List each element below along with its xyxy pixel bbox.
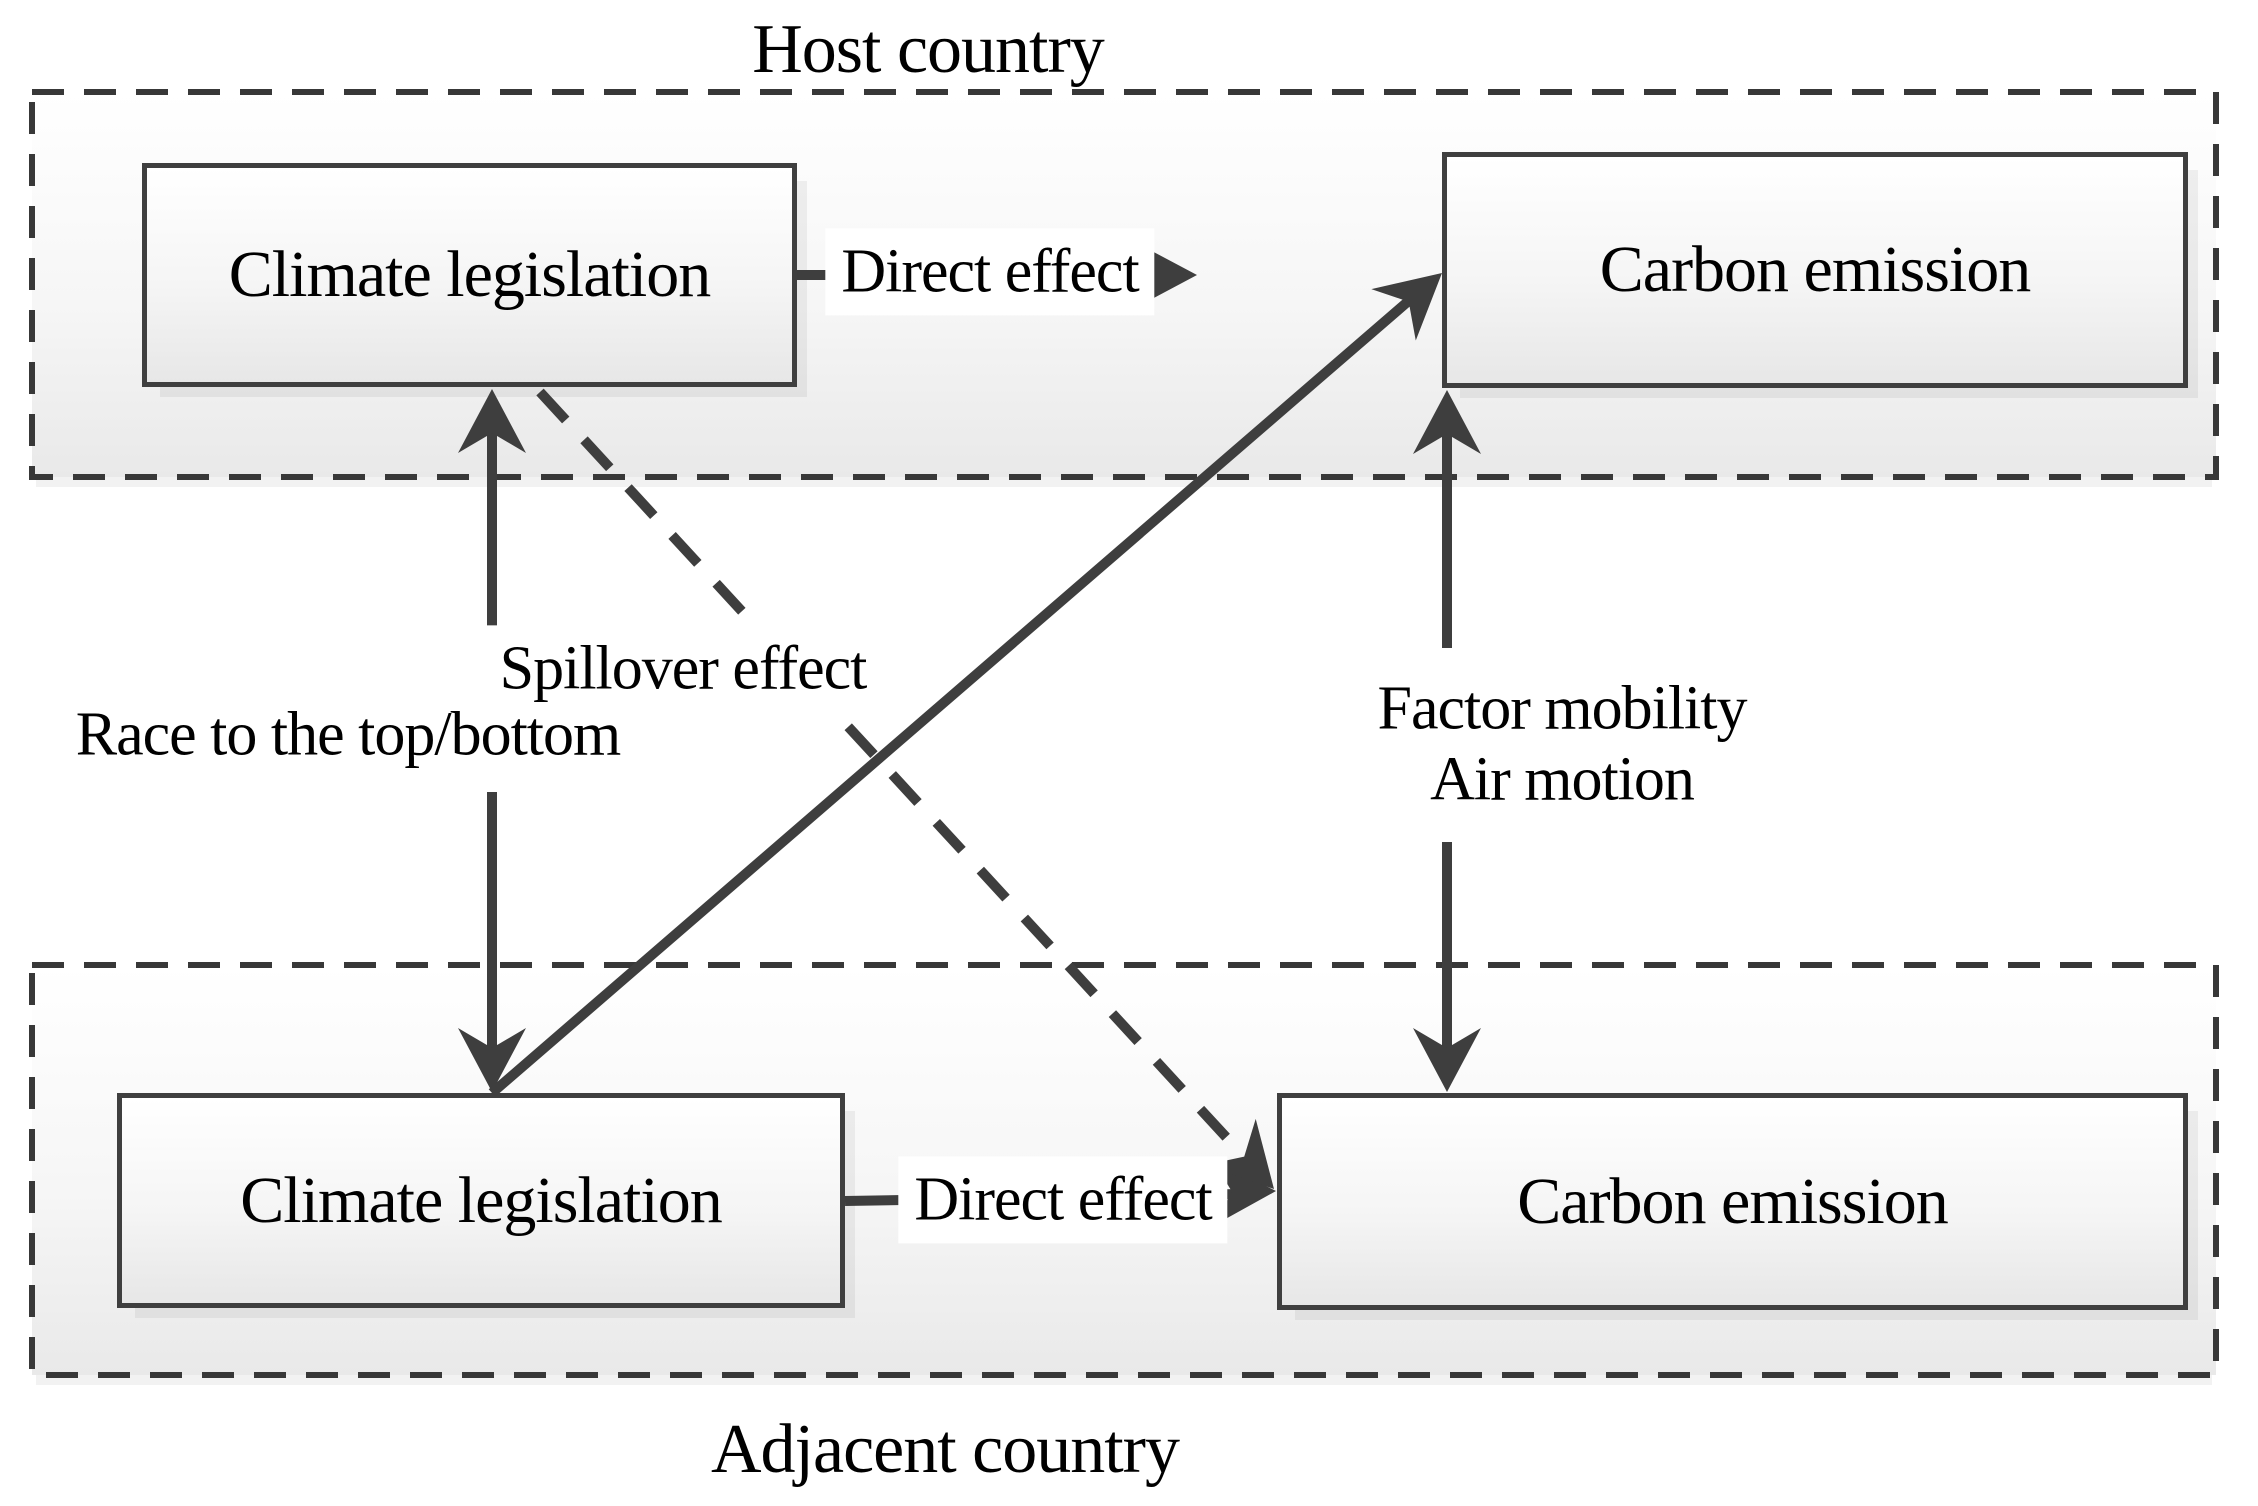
- factor-mobility-line: Factor mobility: [1377, 674, 1747, 743]
- factor-mobility-air-motion-label: Factor mobility Air motion: [1377, 674, 1747, 817]
- direct-effect-label-host: Direct effect: [825, 228, 1155, 316]
- host-climate-legislation-label: Climate legislation: [228, 238, 711, 311]
- air-motion-line: Air motion: [1430, 746, 1695, 814]
- host-carbon-emission-label: Carbon emission: [1599, 233, 2031, 306]
- adjacent-climate-legislation-box: Climate legislation: [117, 1093, 845, 1308]
- adjacent-climate-legislation-label: Climate legislation: [240, 1163, 722, 1237]
- host-country-label: Host country: [752, 10, 1105, 88]
- adjacent-carbon-emission-box: Carbon emission: [1277, 1093, 2188, 1310]
- host-carbon-emission-box: Carbon emission: [1442, 152, 2188, 388]
- host-climate-legislation-box: Climate legislation: [142, 163, 797, 387]
- adjacent-country-label: Adjacent country: [711, 1410, 1180, 1488]
- adjacent-carbon-emission-label: Carbon emission: [1517, 1164, 1948, 1238]
- direct-effect-label-adjacent: Direct effect: [898, 1156, 1228, 1244]
- race-to-top-bottom-label: Race to the top/bottom: [75, 700, 622, 769]
- spillover-effect-label: Spillover effect: [483, 625, 883, 713]
